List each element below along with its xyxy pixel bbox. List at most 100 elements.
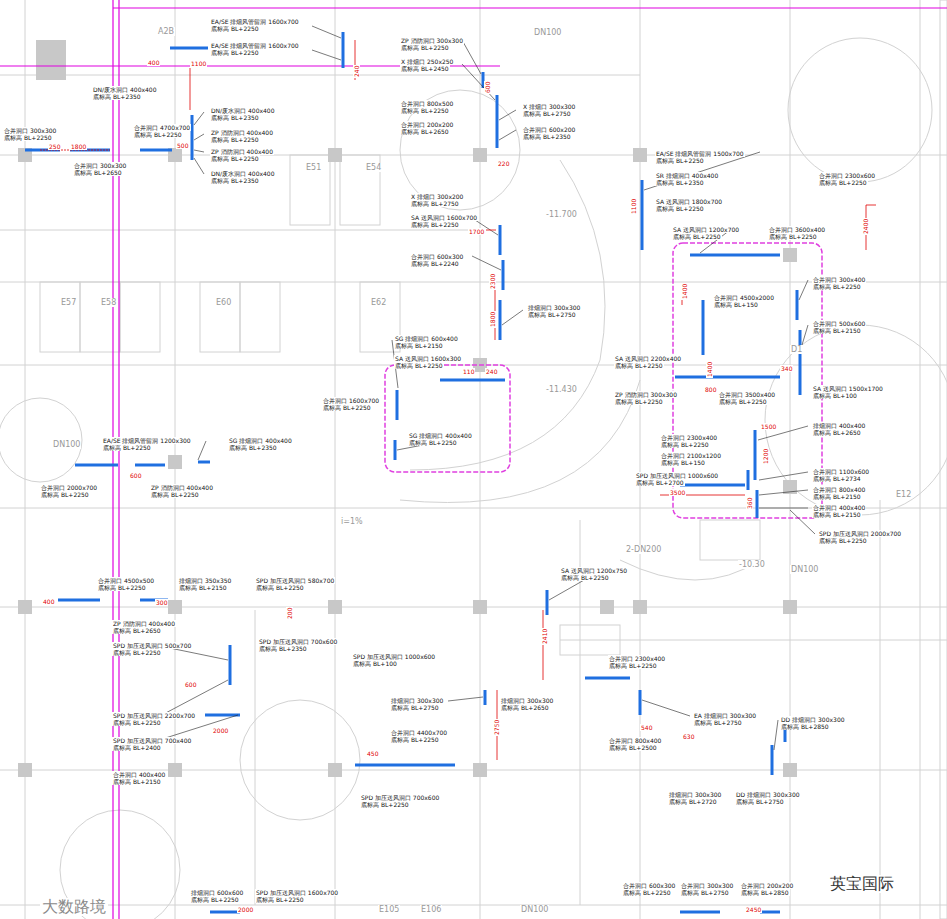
opening-annotation: 合并洞口 600x300 — [410, 253, 464, 260]
opening-annotation: 合并洞口 4700x700 — [133, 124, 191, 131]
dimension-number: 340 — [780, 365, 793, 372]
opening-annotation: 合并洞口 2100x1200 — [660, 452, 722, 459]
opening-annotation: 底标高 BL+2750 — [522, 110, 572, 117]
dimension-number: 220 — [497, 160, 510, 167]
dimension-number: 1100 — [630, 198, 637, 215]
opening-annotation: 底标高 BL+2250 — [255, 584, 305, 591]
opening-annotation: 底标高 BL+2250 — [394, 362, 444, 369]
opening-annotation: 底标高 BL+2350 — [228, 444, 278, 451]
opening-annotation: SPD 加压送风洞口 700x600 — [360, 794, 440, 801]
opening-annotation: 底标高 BL+2350 — [210, 114, 260, 121]
room-grid-label: E12 — [895, 490, 912, 499]
dimension-number: 2300 — [489, 273, 496, 290]
opening-annotation: SG 排烟洞口 600x400 — [394, 335, 459, 342]
opening-annotation: 合并洞口 1100x600 — [812, 468, 870, 475]
opening-annotation: EA 排烟洞口 300x300 — [693, 712, 757, 719]
opening-annotation: SA 送风洞口 1500x1700 — [812, 385, 884, 392]
opening-annotation: SPD 加压送风洞口 700x400 — [112, 737, 192, 744]
opening-annotation: 底标高 BL+2720 — [668, 798, 718, 805]
dimension-number: 250 — [48, 143, 61, 150]
opening-annotation: 合并洞口 1600x700 — [322, 397, 380, 404]
dimension-number: 110 — [462, 368, 475, 375]
room-grid-label: E51 — [305, 163, 322, 172]
opening-annotation: 底标高 BL+2650 — [112, 627, 162, 634]
opening-annotation: 底标高 BL+2250 — [112, 719, 162, 726]
dimension-number: 450 — [366, 750, 379, 757]
opening-annotation: 底标高 BL+2250 — [812, 283, 862, 290]
watermark: 大数路境 — [40, 898, 108, 916]
room-grid-label: DN100 — [520, 905, 549, 914]
opening-annotation: 底标高 BL+2250 — [112, 649, 162, 656]
opening-annotation: 底标高 BL+2250 — [408, 439, 458, 446]
opening-annotation: ZP 消防洞口 400x400 — [210, 129, 274, 136]
opening-annotation: 底标高 BL+150 — [660, 459, 706, 466]
opening-annotation: 底标高 BL+2150 — [812, 327, 862, 334]
opening-annotation: 合并洞口 600x300 — [622, 882, 676, 889]
dimension-number: 1400 — [706, 361, 713, 378]
opening-annotation: SPD 加压送风洞口 700x600 — [258, 638, 338, 645]
dimension-number: 600 — [484, 81, 491, 94]
dimension-number: 240 — [353, 65, 360, 78]
dimension-number: 2750 — [493, 719, 500, 736]
opening-annotation: SA 送风洞口 1600x700 — [410, 214, 478, 221]
opening-annotation: 底标高 BL+2250 — [190, 896, 240, 903]
opening-annotation: 底标高 BL+2350 — [522, 133, 572, 140]
opening-annotation: 底标高 BL+2650 — [73, 169, 123, 176]
opening-annotation: 底标高 BL+100 — [812, 392, 858, 399]
opening-annotation: 底标高 BL+2250 — [718, 398, 768, 405]
opening-annotation: 底标高 BL+2250 — [410, 221, 460, 228]
opening-annotation: 底标高 BL+2250 — [655, 205, 705, 212]
dimension-number: 2400 — [862, 218, 869, 235]
opening-annotation: 底标高 BL+2250 — [660, 441, 710, 448]
opening-annotation: 底标高 BL+2250 — [3, 134, 53, 141]
opening-annotation: 底标高 BL+2150 — [178, 584, 228, 591]
opening-annotation: 底标高 BL+2750 — [527, 311, 577, 318]
opening-annotation: 底标高 BL+2850 — [780, 723, 830, 730]
opening-annotation: SPD 加压送风洞口 2000x700 — [818, 530, 902, 537]
opening-annotation: SR 排烟洞口 400x400 — [655, 172, 719, 179]
opening-annotation: 底标高 BL+2250 — [614, 362, 664, 369]
dimension-number: 300 — [155, 599, 168, 606]
room-grid-label: i=1% — [340, 517, 364, 526]
opening-annotation: 底标高 BL+2400 — [112, 744, 162, 751]
dimension-number: 400 — [147, 59, 160, 66]
dimension-number: 1800 — [489, 311, 496, 328]
opening-annotation: 排烟洞口 350x350 — [178, 577, 232, 584]
opening-annotation: 底标高 BL+2240 — [410, 260, 460, 267]
opening-annotation: 底标高 BL+2650 — [500, 704, 550, 711]
opening-annotation: ZP 消防洞口 300x300 — [400, 37, 464, 44]
dimension-number: 2000 — [212, 727, 229, 734]
opening-annotation: EA/SE 排烟风管留洞 1500x700 — [655, 150, 745, 157]
opening-annotation: 底标高 BL+2750 — [410, 200, 460, 207]
opening-annotation: 排烟洞口 300x300 — [500, 697, 554, 704]
room-grid-label: A2B — [157, 27, 175, 36]
opening-annotation: ZP 消防洞口 400x400 — [210, 148, 274, 155]
room-grid-label: E62 — [370, 298, 387, 307]
dimension-number: 600 — [129, 472, 142, 479]
opening-annotation: 合并洞口 4400x700 — [390, 729, 448, 736]
opening-annotation: DN/废水洞口 400x400 — [210, 107, 276, 114]
opening-annotation: 底标高 BL+2350 — [655, 179, 705, 186]
opening-annotation: 底标高 BL+2450 — [400, 65, 450, 72]
room-grid-label: -10.30 — [738, 560, 766, 569]
opening-annotation: X 排烟口 300x200 — [410, 193, 464, 200]
opening-annotation: 底标高 BL+2734 — [812, 475, 862, 482]
opening-annotation: SA 送风洞口 1200x700 — [672, 226, 740, 233]
opening-annotation: X 排烟口 300x300 — [522, 103, 576, 110]
opening-annotation: 底标高 BL+2250 — [210, 25, 260, 32]
opening-annotation: 底标高 BL+2250 — [400, 44, 450, 51]
room-grid-label: E54 — [365, 163, 382, 172]
opening-annotation: EA/SE 排烟风管留洞 1200x300 — [102, 437, 192, 444]
opening-annotation: SPD 加压送风洞口 1000x600 — [635, 472, 719, 479]
opening-annotation: 排烟洞口 600x600 — [190, 889, 244, 896]
opening-annotation: 底标高 BL+2250 — [400, 107, 450, 114]
opening-annotation: 底标高 BL+2700 — [635, 479, 685, 486]
opening-annotation: 合并洞口 4500x500 — [97, 577, 155, 584]
opening-annotation: 合并洞口 300x300 — [73, 162, 127, 169]
opening-annotation: 合并洞口 4500x2000 — [713, 294, 775, 301]
room-grid-label: D1 — [790, 345, 803, 354]
opening-annotation: SG 排烟洞口 400x400 — [228, 437, 293, 444]
opening-annotation: SPD 加压送风洞口 580x700 — [255, 577, 335, 584]
opening-annotation: 底标高 BL+2150 — [112, 778, 162, 785]
